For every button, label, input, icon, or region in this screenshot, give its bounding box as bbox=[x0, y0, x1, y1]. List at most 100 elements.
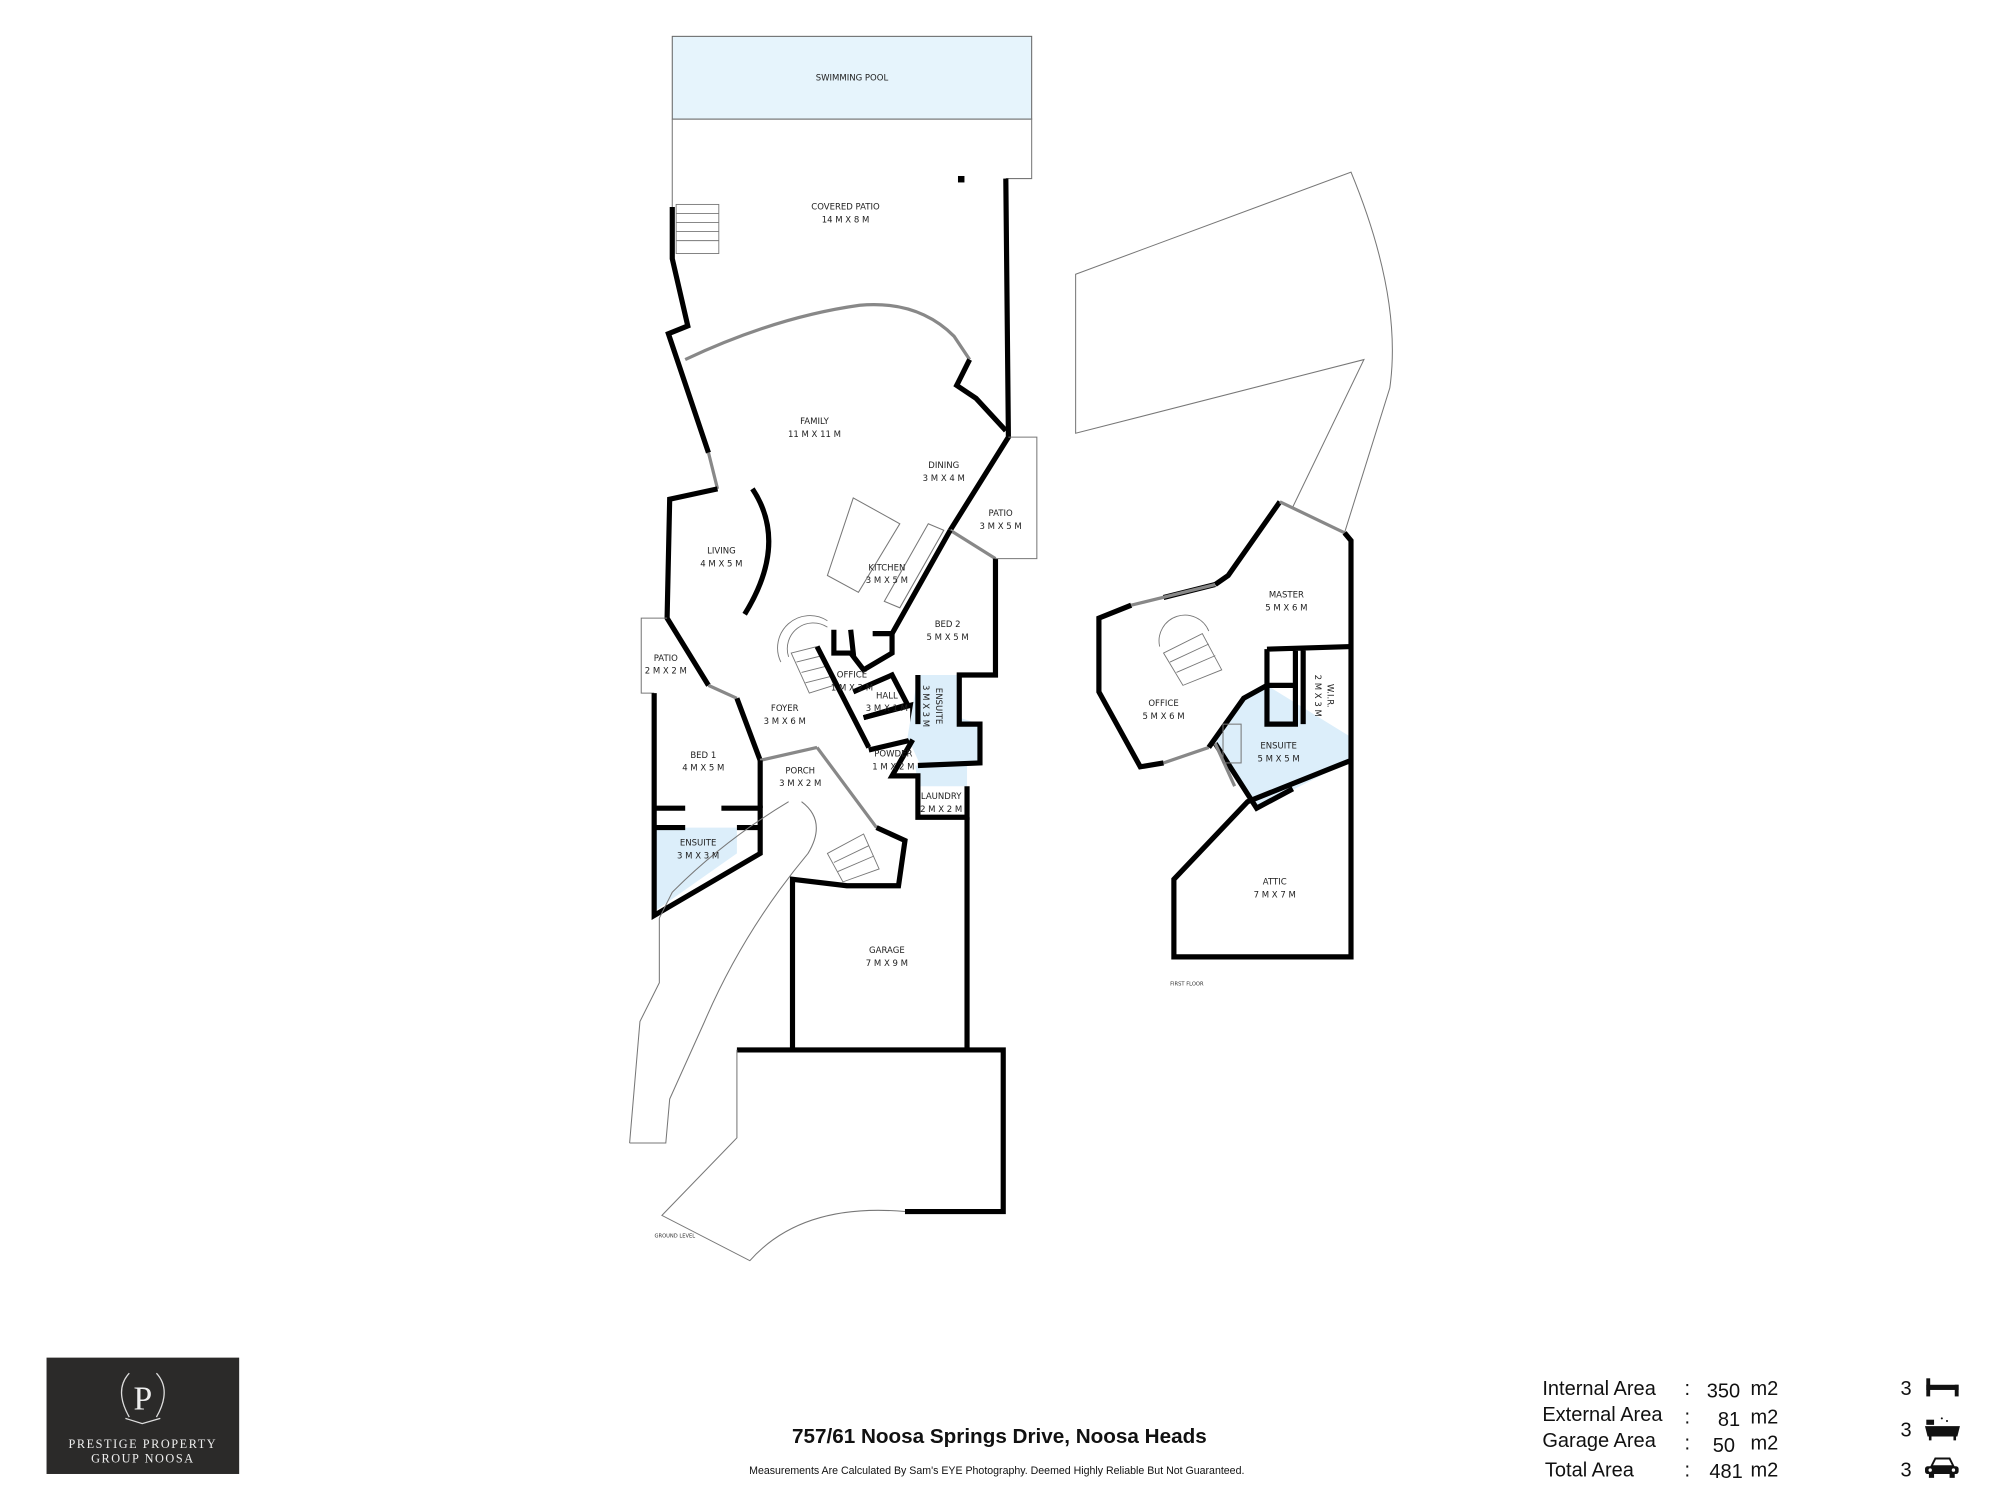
room-label-family: FAMILY bbox=[800, 417, 829, 427]
room-dims-laundry: 2 M X 2 M bbox=[920, 805, 962, 815]
parking-count: 3 bbox=[1900, 1460, 1911, 1482]
room-label-bed-2: BED 2 bbox=[935, 620, 961, 630]
svg-text::: : bbox=[1685, 1407, 1691, 1429]
room-label-ensuite-bed2: ENSUITE bbox=[933, 688, 943, 724]
swimming-pool bbox=[671, 35, 1033, 120]
room-label-foyer: FOYER bbox=[771, 704, 799, 714]
room-label-master: MASTER bbox=[1269, 590, 1304, 600]
logo-line-1: PRESTIGE PROPERTY bbox=[69, 1437, 218, 1451]
room-label-bed-1: BED 1 bbox=[690, 751, 716, 761]
first-floor-plan: MASTER 5 M X 6 M OFFICE 5 M X 6 M W.I.R.… bbox=[1075, 171, 1393, 987]
bedroom-count: 3 bbox=[1900, 1378, 1911, 1400]
room-label-ensuite-bed1: ENSUITE bbox=[680, 839, 716, 849]
svg-text::: : bbox=[1685, 1378, 1691, 1400]
room-dims-ensuite-bed1: 3 M X 3 M bbox=[677, 852, 719, 862]
room-label-laundry: LAUNDRY bbox=[921, 792, 962, 802]
room-label-garage: GARAGE bbox=[869, 946, 905, 956]
area-value: 350 bbox=[1707, 1381, 1740, 1403]
svg-text::: : bbox=[1685, 1460, 1691, 1482]
room-label-wir: W.I.R. bbox=[1325, 684, 1335, 708]
car-icon bbox=[1925, 1457, 1959, 1478]
room-label-attic: ATTIC bbox=[1263, 877, 1287, 887]
room-dims-dining: 3 M X 4 M bbox=[923, 474, 965, 484]
room-label-ensuite-master: ENSUITE bbox=[1260, 742, 1296, 752]
room-dims-office-upper: 5 M X 6 M bbox=[1142, 712, 1184, 722]
room-dims-master: 5 M X 6 M bbox=[1265, 603, 1307, 613]
room-dims-kitchen: 3 M X 5 M bbox=[866, 576, 908, 586]
roof-outline bbox=[1075, 171, 1393, 534]
area-label: Garage Area bbox=[1542, 1430, 1656, 1452]
master-ensuite-floor bbox=[1215, 685, 1352, 809]
level-label-first: FIRST FLOOR bbox=[1170, 981, 1204, 987]
area-row-total: Total Area : 481 m2 bbox=[1545, 1460, 1778, 1483]
logo-line-2: GROUP NOOSA bbox=[91, 1451, 195, 1465]
post bbox=[957, 175, 965, 183]
room-label-patio-side: PATIO bbox=[654, 654, 678, 664]
company-logo: P PRESTIGE PROPERTY GROUP NOOSA bbox=[46, 1357, 240, 1474]
room-dims-foyer: 3 M X 6 M bbox=[764, 717, 806, 727]
area-label: Total Area bbox=[1545, 1460, 1635, 1482]
ground-floor-plan: SWIMMING POOL COVERED PATIO 14 M X 8 M F… bbox=[629, 35, 1038, 1262]
room-label-swimming-pool: SWIMMING POOL bbox=[816, 73, 889, 83]
room-dims-garage: 7 M X 9 M bbox=[866, 959, 908, 969]
room-dims-attic: 7 M X 7 M bbox=[1254, 890, 1296, 900]
area-unit: m2 bbox=[1750, 1432, 1778, 1454]
room-label-office-upper: OFFICE bbox=[1148, 699, 1178, 709]
ground-floor-room-labels: SWIMMING POOL COVERED PATIO 14 M X 8 M F… bbox=[645, 73, 1022, 1239]
svg-text::: : bbox=[1685, 1432, 1691, 1454]
exterior-wall bbox=[665, 207, 711, 454]
room-label-powder: POWDER bbox=[874, 749, 912, 759]
room-dims-powder: 1 M X 2 M bbox=[872, 762, 914, 772]
area-unit: m2 bbox=[1750, 1407, 1778, 1429]
bathroom-count: 3 bbox=[1900, 1419, 1911, 1441]
room-dims-living: 4 M X 5 M bbox=[700, 559, 742, 569]
disclaimer: Measurements Are Calculated By Sam's EYE… bbox=[749, 1465, 1244, 1477]
area-label: Internal Area bbox=[1542, 1378, 1656, 1400]
area-row-external: External Area : 81 m2 bbox=[1542, 1404, 1778, 1431]
room-label-covered-patio: COVERED PATIO bbox=[811, 203, 880, 213]
room-dims-patio-side: 2 M X 2 M bbox=[645, 667, 687, 677]
area-value: 81 bbox=[1718, 1409, 1740, 1431]
room-label-patio-rear: PATIO bbox=[989, 509, 1013, 519]
driveway-wall bbox=[736, 1047, 1006, 1215]
room-label-office: OFFICE bbox=[837, 671, 867, 681]
area-label: External Area bbox=[1542, 1404, 1663, 1426]
patio-steps bbox=[675, 203, 720, 255]
property-address: 757/61 Noosa Springs Drive, Noosa Heads bbox=[792, 1425, 1207, 1448]
feature-counts: 3 3 3 bbox=[1900, 1378, 1960, 1482]
room-label-dining: DINING bbox=[928, 461, 959, 471]
area-summary: Internal Area : 350 m2 External Area : 8… bbox=[1542, 1378, 1778, 1483]
spiral-staircase-upper bbox=[1158, 614, 1223, 686]
area-row-garage: Garage Area : 50 m2 bbox=[1542, 1430, 1778, 1457]
bed-icon bbox=[1926, 1378, 1959, 1397]
level-label-ground: GROUND LEVEL bbox=[655, 1233, 696, 1239]
ensuite-floor bbox=[907, 675, 980, 766]
room-dims-covered-patio: 14 M X 8 M bbox=[822, 216, 870, 226]
laundry-floor bbox=[915, 765, 968, 787]
laurel-wreath-icon bbox=[120, 1372, 165, 1425]
room-dims-ensuite-master: 5 M X 5 M bbox=[1258, 755, 1300, 765]
covered-patio-outline bbox=[671, 118, 1033, 208]
area-unit: m2 bbox=[1750, 1378, 1778, 1400]
first-floor-room-labels: MASTER 5 M X 6 M OFFICE 5 M X 6 M W.I.R.… bbox=[1142, 590, 1334, 987]
room-dims-hall: 3 M X 1 M bbox=[866, 704, 908, 714]
room-dims-family: 11 M X 11 M bbox=[788, 430, 841, 440]
room-label-living: LIVING bbox=[707, 546, 736, 556]
area-unit: m2 bbox=[1750, 1460, 1778, 1482]
spiral-staircase bbox=[777, 615, 835, 694]
room-dims-bed-2: 5 M X 5 M bbox=[927, 633, 969, 643]
area-row-internal: Internal Area : 350 m2 bbox=[1542, 1378, 1778, 1403]
area-value: 50 bbox=[1713, 1435, 1735, 1457]
area-value: 481 bbox=[1709, 1461, 1742, 1483]
room-label-porch: PORCH bbox=[785, 766, 815, 776]
room-label-hall: HALL bbox=[876, 691, 898, 701]
room-dims-bed-1: 4 M X 5 M bbox=[682, 764, 724, 774]
room-dims-ensuite-bed2: 3 M X 3 M bbox=[920, 685, 930, 727]
glazed-wall bbox=[684, 303, 971, 362]
room-dims-patio-rear: 3 M X 5 M bbox=[980, 522, 1022, 532]
room-label-kitchen: KITCHEN bbox=[868, 563, 905, 573]
logo-initial: P bbox=[134, 1380, 153, 1417]
bath-icon bbox=[1925, 1417, 1960, 1441]
room-dims-office: 1 M X 2 M bbox=[831, 684, 873, 694]
